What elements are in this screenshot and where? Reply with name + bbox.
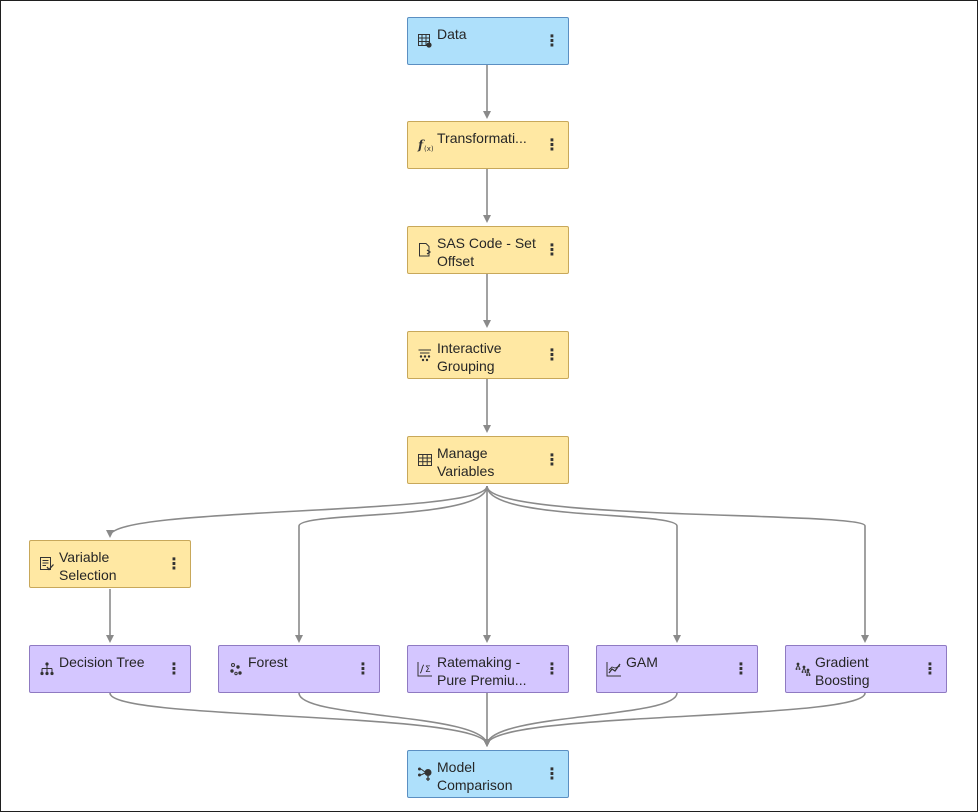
line-chart-icon — [606, 661, 622, 677]
more-vertical-icon: ⋮ — [544, 137, 560, 154]
node-interactive-grouping[interactable]: Interactive Grouping ⋮ — [407, 331, 569, 379]
node-label: SAS Code - Set Offset — [437, 235, 536, 269]
node-label: Forest — [248, 654, 288, 670]
node-menu-button[interactable]: ⋮ — [166, 556, 182, 574]
comparison-icon — [417, 766, 433, 782]
node-menu-button[interactable]: ⋮ — [355, 661, 371, 679]
node-label: Ratemaking - Pure Premiu... — [437, 654, 527, 688]
link-tree-comparison — [109, 692, 491, 747]
node-sas-code[interactable]: SAS Code - Set Offset ⋮ — [407, 226, 569, 274]
more-vertical-icon: ⋮ — [544, 661, 560, 678]
node-model-comparison[interactable]: Model Comparison ⋮ — [407, 750, 569, 798]
node-label: Transformati... — [437, 130, 527, 146]
node-forest[interactable]: Forest ⋮ — [218, 645, 380, 693]
more-vertical-icon: ⋮ — [544, 452, 560, 469]
node-label: Manage Variables — [437, 445, 495, 479]
node-gam[interactable]: GAM ⋮ — [596, 645, 758, 693]
node-menu-button[interactable]: ⋮ — [166, 661, 182, 679]
more-vertical-icon: ⋮ — [166, 556, 182, 573]
tree-icon — [39, 661, 55, 677]
grid-table-icon — [417, 452, 433, 468]
link-gam-comparison — [483, 692, 678, 747]
boosting-icon — [795, 661, 811, 677]
more-vertical-icon: ⋮ — [544, 33, 560, 50]
more-vertical-icon: ⋮ — [355, 661, 371, 678]
node-data[interactable]: Data ⋮ — [407, 17, 569, 65]
node-menu-button[interactable]: ⋮ — [733, 661, 749, 679]
more-vertical-icon: ⋮ — [166, 661, 182, 678]
link-managevars-varsel — [106, 485, 488, 538]
code-file-icon — [417, 242, 433, 258]
node-transformations[interactable]: f(x) Transformati... ⋮ — [407, 121, 569, 169]
node-menu-button[interactable]: ⋮ — [544, 452, 560, 470]
grouping-icon — [417, 347, 433, 363]
node-variable-selection[interactable]: Variable Selection ⋮ — [29, 540, 191, 588]
node-ratemaking[interactable]: Σ Ratemaking - Pure Premiu... ⋮ — [407, 645, 569, 693]
data-table-icon — [417, 33, 433, 49]
node-menu-button[interactable]: ⋮ — [544, 242, 560, 260]
node-menu-button[interactable]: ⋮ — [544, 33, 560, 51]
link-managevars-forest — [295, 485, 488, 643]
link-managevars-boosting — [486, 485, 869, 643]
node-gradient-boosting[interactable]: Gradient Boosting ⋮ — [785, 645, 947, 693]
node-decision-tree[interactable]: Decision Tree ⋮ — [29, 645, 191, 693]
more-vertical-icon: ⋮ — [544, 242, 560, 259]
forest-icon — [228, 661, 244, 677]
function-icon: f(x) — [417, 137, 433, 153]
sigma-chart-icon: Σ — [417, 661, 433, 677]
node-menu-button[interactable]: ⋮ — [544, 347, 560, 365]
variable-selection-icon — [39, 556, 55, 572]
more-vertical-icon: ⋮ — [922, 661, 938, 678]
node-menu-button[interactable]: ⋮ — [544, 661, 560, 679]
link-forest-comparison — [298, 692, 491, 747]
node-menu-button[interactable]: ⋮ — [922, 661, 938, 679]
more-vertical-icon: ⋮ — [544, 766, 560, 783]
link-managevars-gam — [486, 485, 681, 643]
node-menu-button[interactable]: ⋮ — [544, 137, 560, 155]
node-label: Interactive Grouping — [437, 340, 502, 374]
node-label: Gradient Boosting — [815, 654, 870, 688]
node-label: Variable Selection — [59, 549, 117, 583]
node-menu-button[interactable]: ⋮ — [544, 766, 560, 784]
more-vertical-icon: ⋮ — [733, 661, 749, 678]
svg-text:(x): (x) — [424, 145, 433, 153]
link-boosting-comparison — [483, 692, 866, 747]
node-manage-variables[interactable]: Manage Variables ⋮ — [407, 436, 569, 484]
node-label: Model Comparison — [437, 759, 513, 793]
svg-text:Σ: Σ — [425, 665, 431, 675]
node-label: Decision Tree — [59, 654, 145, 670]
node-label: GAM — [626, 654, 658, 670]
node-label: Data — [437, 26, 467, 42]
svg-text:f: f — [417, 138, 425, 152]
more-vertical-icon: ⋮ — [544, 347, 560, 364]
